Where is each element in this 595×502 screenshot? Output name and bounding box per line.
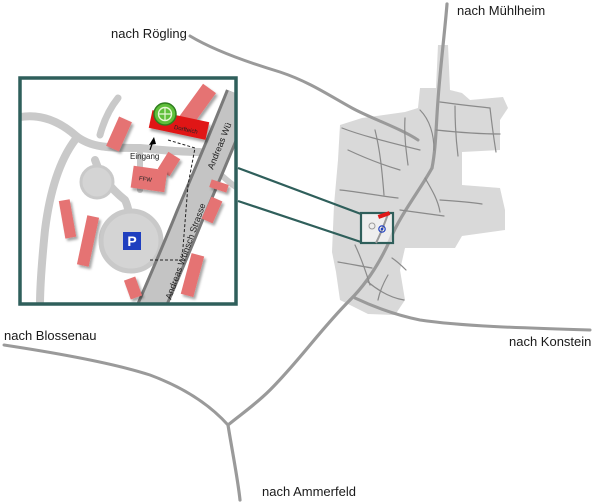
village-area-shape	[332, 45, 508, 315]
street	[439, 101, 491, 109]
street	[454, 105, 459, 157]
building	[58, 199, 77, 239]
location-marker-dot	[380, 227, 384, 231]
inset-street	[36, 136, 79, 304]
entrance-label: Eingang	[130, 152, 159, 161]
parking-square	[123, 232, 141, 250]
label-konstein: nach Konstein	[509, 334, 591, 349]
street	[339, 189, 399, 199]
inset-connector-lines	[237, 166, 362, 244]
connector-line-upper	[237, 166, 362, 216]
road-to-ammerfeld	[226, 298, 352, 502]
village-area	[332, 45, 508, 315]
inset-street	[20, 112, 204, 156]
building	[106, 116, 132, 152]
street	[399, 209, 445, 217]
green-location-marker-icon	[153, 102, 177, 126]
building	[180, 253, 205, 298]
street	[424, 177, 441, 213]
location-box	[359, 211, 395, 245]
street	[367, 281, 405, 301]
street	[439, 199, 483, 205]
street	[391, 257, 407, 271]
inset-map: P Eingang Dorfteich FFW Andreas Wünsch S…	[18, 76, 238, 306]
inset-street	[96, 94, 122, 139]
parking-symbol: P	[127, 233, 136, 249]
building	[209, 179, 229, 193]
street	[404, 117, 409, 166]
inset-walking-path	[150, 139, 196, 261]
arrow-up-icon	[149, 137, 156, 151]
green-marker-inner	[157, 106, 173, 122]
building	[201, 196, 223, 224]
inset-contents: P Eingang Dorfteich FFW Andreas Wünsch S…	[20, 83, 236, 304]
inset-frame	[18, 76, 238, 306]
label-roegling: nach Rögling	[111, 26, 187, 41]
street	[374, 129, 385, 196]
road-to-muehlheim	[430, 2, 449, 170]
inset-small-roundabout	[79, 164, 115, 200]
street	[337, 261, 373, 269]
location-marker-icon	[378, 225, 386, 233]
arrow-head	[149, 137, 156, 145]
green-marker-cross	[159, 108, 171, 120]
inset-main-road-edge	[139, 90, 236, 304]
fire-station-building	[130, 165, 168, 193]
street	[341, 127, 421, 151]
building	[76, 215, 100, 267]
road-to-blossenau	[2, 343, 230, 427]
label-ammerfeld: nach Ammerfeld	[262, 484, 356, 499]
location-box-frame	[359, 211, 395, 245]
street	[419, 109, 435, 151]
parking-icon: P	[123, 232, 141, 250]
road-to-roegling	[188, 34, 420, 142]
inset-buildings	[58, 83, 229, 300]
street	[377, 274, 389, 301]
building	[123, 276, 143, 300]
location-highlight-building	[377, 211, 391, 219]
connector-line-lower	[237, 199, 362, 244]
street	[354, 244, 371, 286]
label-muehlheim: nach Mühlheim	[457, 3, 545, 18]
street	[347, 149, 401, 171]
street	[489, 107, 497, 153]
road-to-konstein	[353, 296, 592, 332]
destination-labels: nach Rögling nach Mühlheim nach Blossena…	[4, 3, 591, 499]
location-roundabout	[368, 222, 376, 230]
village-streets	[337, 101, 501, 301]
label-blossenau: nach Blossenau	[4, 328, 97, 343]
fire-station-label: FFW	[139, 176, 153, 184]
highlight-building-label: Dorfteich	[173, 125, 198, 136]
